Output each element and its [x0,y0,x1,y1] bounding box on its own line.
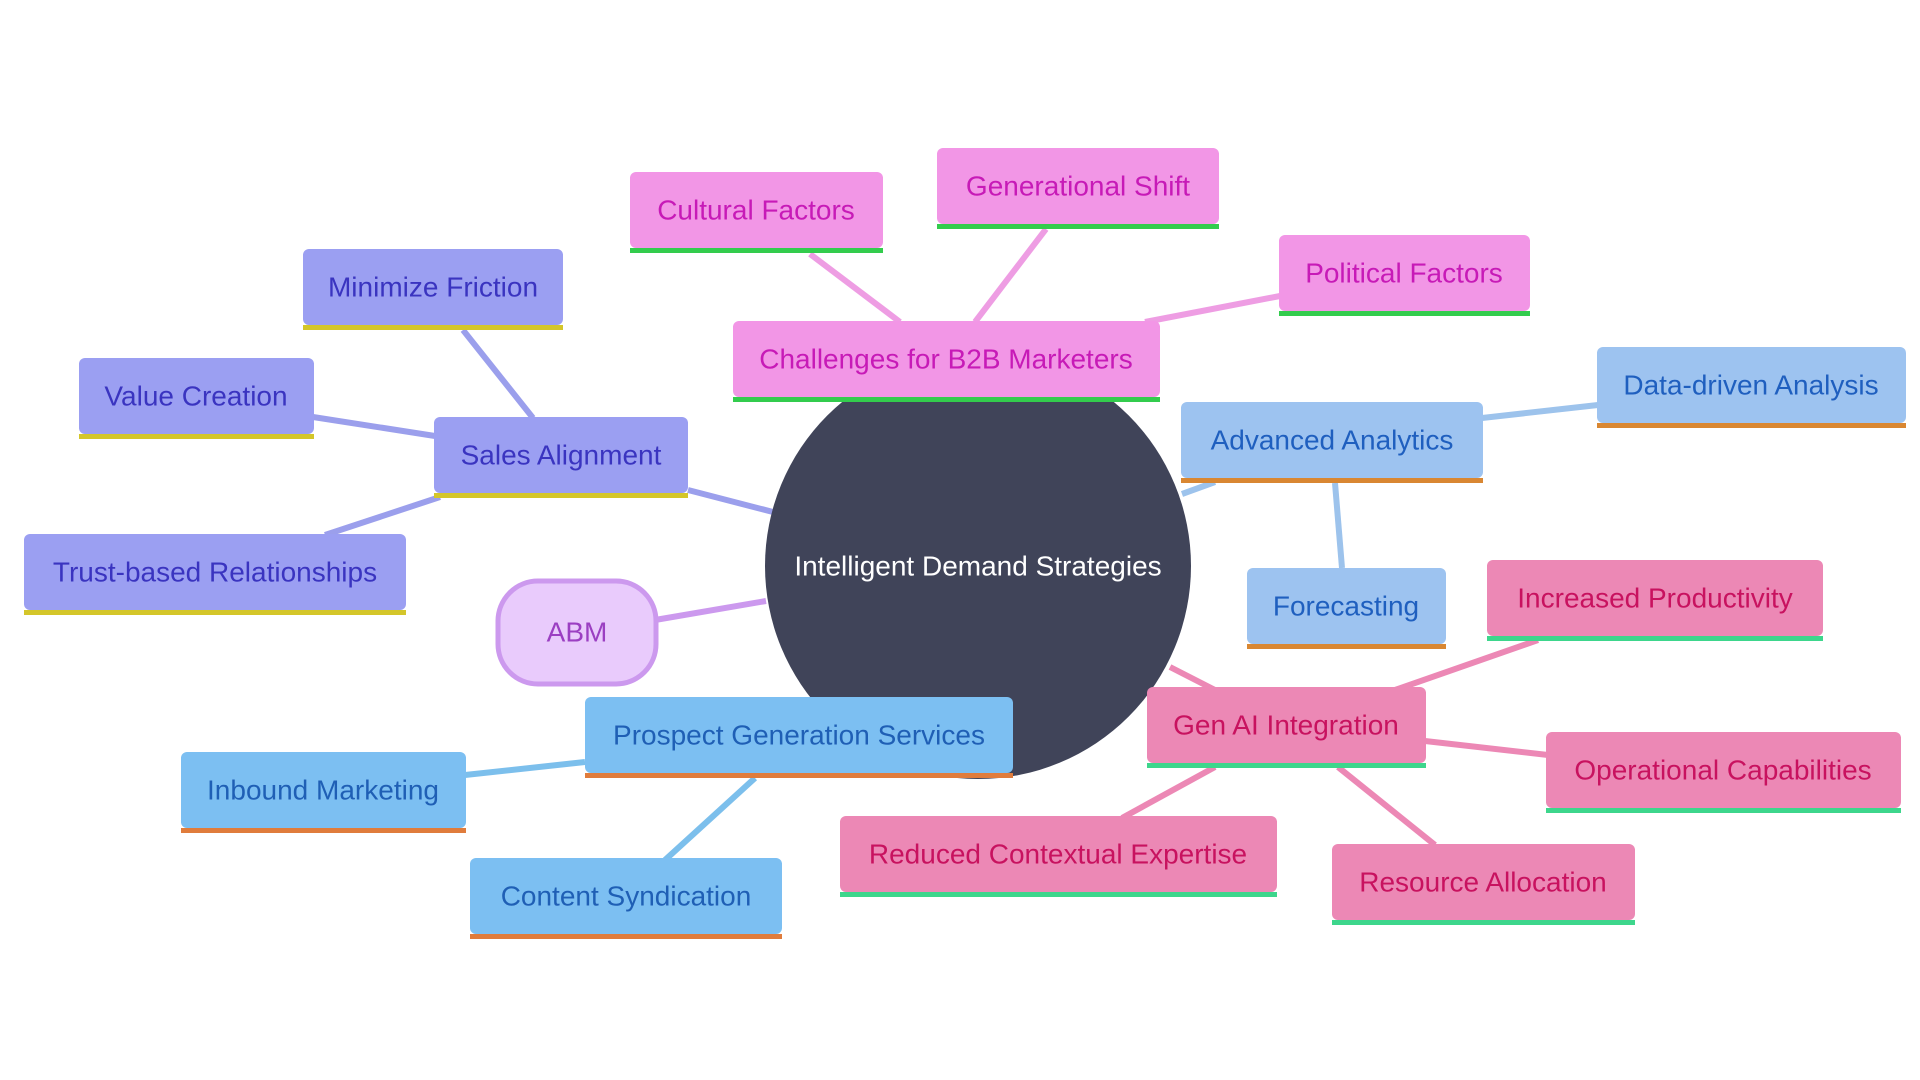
node-trust-based-relationships-label: Trust-based Relationships [53,557,377,588]
node-challenges[interactable]: Challenges for B2B Marketers [733,321,1160,402]
node-prospect-generation[interactable]: Prospect Generation Services [585,697,1013,778]
node-resource-allocation[interactable]: Resource Allocation [1332,844,1635,925]
node-political-factors-label: Political Factors [1305,258,1503,289]
node-generational-shift[interactable]: Generational Shift [937,148,1219,229]
node-cultural-factors-label: Cultural Factors [657,195,855,226]
center-node[interactable]: Intelligent Demand Strategies [765,353,1191,779]
edge-prospect-content [662,775,758,863]
node-increased-productivity-label: Increased Productivity [1517,583,1792,614]
node-cultural-factors[interactable]: Cultural Factors [630,172,883,253]
node-data-driven-analysis[interactable]: Data-driven Analysis [1597,347,1906,428]
edge-genai-reduced [1120,764,1217,821]
edge-sales-value [312,414,436,439]
center-circle [765,353,1191,779]
node-gen-ai-integration[interactable]: Gen AI Integration [1147,687,1426,768]
node-forecasting-label: Forecasting [1273,591,1419,622]
edge-challenges-political [1144,293,1281,325]
node-reduced-contextual-expertise-label: Reduced Contextual Expertise [869,839,1247,870]
node-political-factors[interactable]: Political Factors [1279,235,1530,316]
node-abm[interactable]: ABM [495,578,659,687]
edge-sales-trust [324,494,441,538]
edge-genai-productivity [1394,637,1539,693]
node-data-driven-analysis-label: Data-driven Analysis [1623,370,1878,401]
node-minimize-friction-label: Minimize Friction [328,272,538,303]
center-label: Intelligent Demand Strategies [794,551,1161,582]
node-content-syndication-label: Content Syndication [501,881,752,912]
edge-prospect-inbound [464,759,586,778]
node-reduced-contextual-expertise[interactable]: Reduced Contextual Expertise [840,816,1277,897]
edge-sales-minimize [460,328,536,420]
node-minimize-friction[interactable]: Minimize Friction [303,249,563,330]
node-content-syndication[interactable]: Content Syndication [470,858,782,939]
node-gen-ai-integration-label: Gen AI Integration [1173,710,1399,741]
node-operational-capabilities[interactable]: Operational Capabilities [1546,732,1901,813]
node-abm-label: ABM [547,617,608,648]
node-resource-allocation-label: Resource Allocation [1359,867,1606,898]
node-forecasting[interactable]: Forecasting [1247,568,1446,649]
node-trust-based-relationships[interactable]: Trust-based Relationships [24,534,406,615]
node-prospect-generation-label: Prospect Generation Services [613,720,985,751]
edges [312,227,1599,863]
edge-analytics-forecasting [1332,482,1345,569]
node-inbound-marketing-label: Inbound Marketing [207,775,439,806]
node-sales-alignment-label: Sales Alignment [461,440,662,471]
node-operational-capabilities-label: Operational Capabilities [1574,755,1871,786]
node-value-creation-label: Value Creation [104,381,287,412]
edge-genai-resource [1336,764,1437,848]
edge-center-sales [687,487,774,515]
node-advanced-analytics[interactable]: Advanced Analytics [1181,402,1483,483]
node-sales-alignment[interactable]: Sales Alignment [434,417,688,498]
node-generational-shift-label: Generational Shift [966,171,1190,202]
node-value-creation[interactable]: Value Creation [79,358,314,439]
node-increased-productivity[interactable]: Increased Productivity [1487,560,1823,641]
edge-analytics-datadriven [1481,402,1599,421]
edge-center-analytics [1180,479,1217,497]
edge-challenges-generational [972,227,1049,324]
edge-genai-operational [1424,738,1549,758]
node-challenges-label: Challenges for B2B Marketers [759,344,1133,375]
node-inbound-marketing[interactable]: Inbound Marketing [181,752,466,833]
edge-center-abm [654,598,767,623]
node-advanced-analytics-label: Advanced Analytics [1211,425,1454,456]
edge-center-genai [1168,664,1217,693]
edge-challenges-cultural [808,251,902,325]
